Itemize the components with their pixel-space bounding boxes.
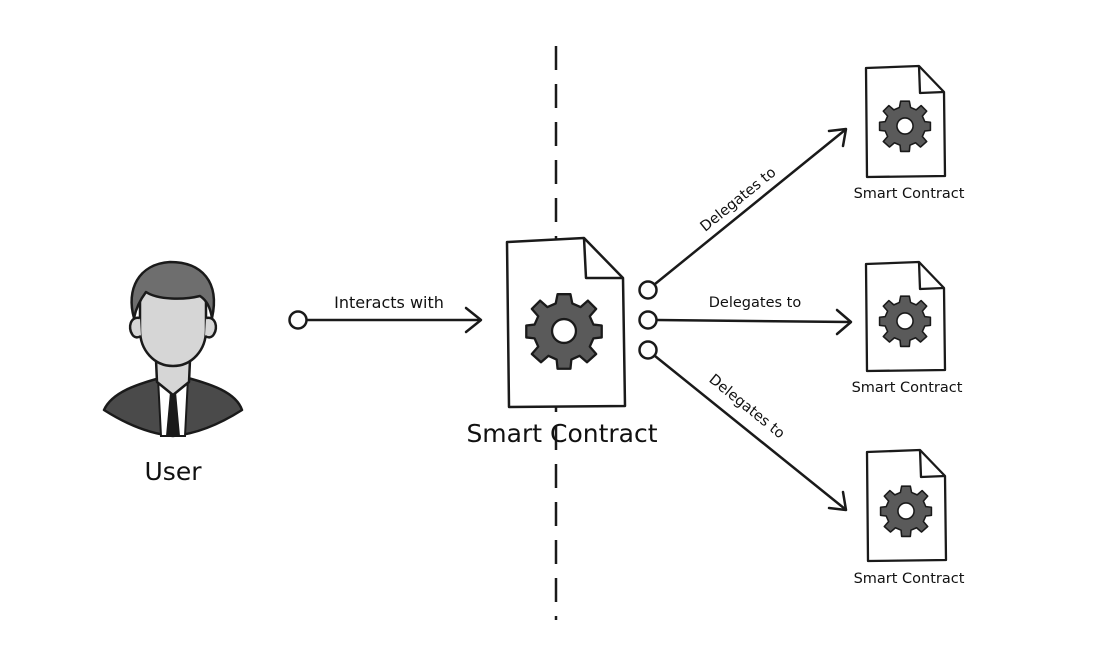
target-contract-document-1 [864,64,947,179]
interaction-label: Interacts with [334,293,444,312]
target-contract-label-1: Smart Contract [854,186,965,202]
delegation-connector-1 [638,127,848,300]
user-label: User [145,457,203,486]
delegation-connector-2 [638,308,853,336]
delegation-label-1: Delegates to [698,165,780,236]
main-contract-label: Smart Contract [466,419,657,448]
main-contract-document [505,236,627,409]
target-contract-label-2: Smart Contract [852,380,963,396]
target-contract-document-2 [864,260,947,373]
target-contract-document-3 [865,448,948,563]
target-contract-label-3: Smart Contract [854,571,965,587]
gear-icon [878,100,932,153]
gear-icon [879,485,933,538]
gear-icon [525,293,603,370]
user-avatar [102,260,244,438]
delegation-label-2: Delegates to [709,295,802,311]
delegation-connector-3 [638,340,848,512]
gear-icon [878,295,932,348]
interaction-connector [288,306,483,334]
